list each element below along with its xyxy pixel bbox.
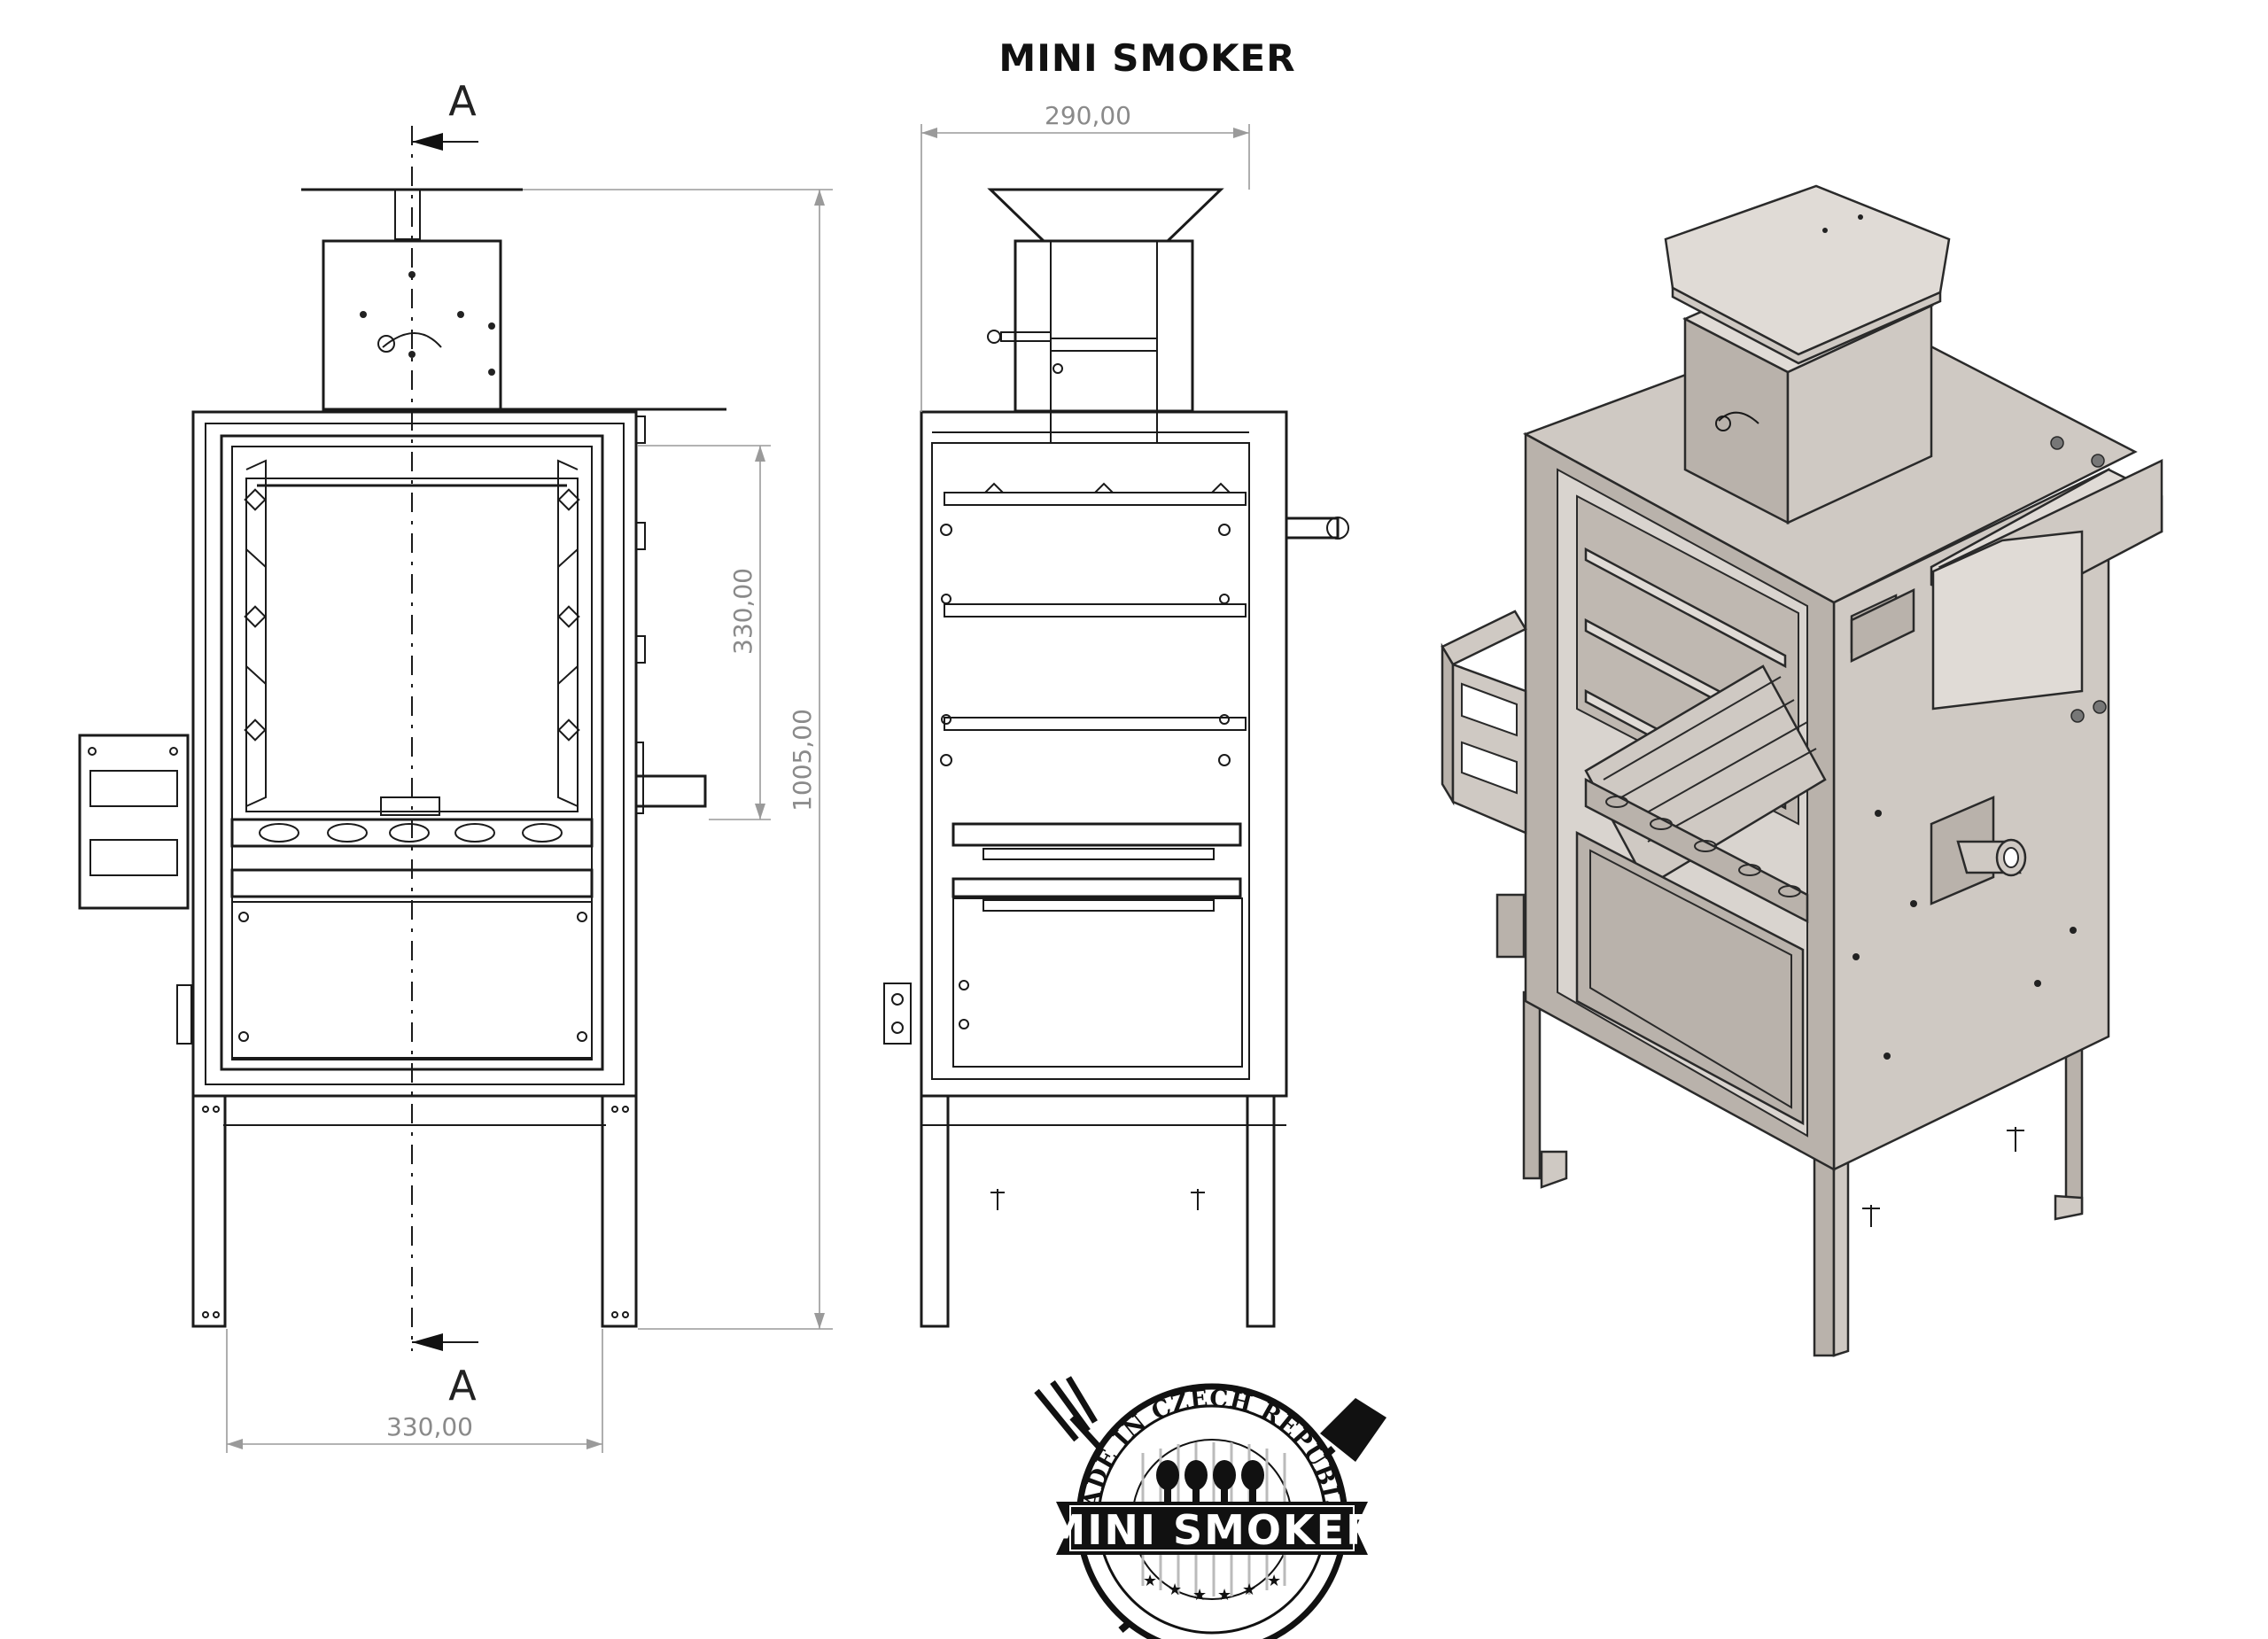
drumstick-icons xyxy=(1156,1460,1264,1506)
mini-smoker-logo: MADE IN CZECH REPUBLIC MINI SMOKER ★ ★ ★ ★… xyxy=(0,0,1386,1639)
left-rail-brackets xyxy=(244,459,267,807)
dimension-height-total: 1005,00 xyxy=(523,189,833,1330)
svg-text:290,00: 290,00 xyxy=(1045,101,1131,130)
svg-text:A: A xyxy=(448,77,477,125)
front-view: A A 1005,00 330,00 xyxy=(78,77,833,1453)
iso-pipe xyxy=(1930,796,2027,905)
svg-text:330,00: 330,00 xyxy=(728,568,757,655)
drawing-title: MINI SMOKER xyxy=(998,36,1295,80)
side-shelves xyxy=(940,482,1247,766)
svg-text:★: ★ xyxy=(1267,1572,1281,1590)
logo-banner-text: MINI SMOKER xyxy=(1045,1506,1379,1554)
svg-text:★: ★ xyxy=(1143,1572,1157,1590)
dimension-width-side: 290,00 xyxy=(920,101,1250,412)
isometric-view xyxy=(1441,184,2163,1357)
section-marker-bottom: A xyxy=(412,1333,478,1410)
logo-arc-text: MADE IN CZECH REPUBLIC xyxy=(0,0,1345,1517)
svg-text:★: ★ xyxy=(1242,1581,1256,1599)
svg-text:A: A xyxy=(448,1362,477,1410)
burner-row xyxy=(259,823,563,843)
svg-text:★: ★ xyxy=(1168,1581,1182,1599)
section-marker-top: A xyxy=(412,77,478,151)
dimension-width-front: 330,00 xyxy=(226,1329,603,1453)
right-rail-brackets xyxy=(557,459,580,807)
svg-text:★: ★ xyxy=(1192,1586,1207,1604)
control-box-left xyxy=(78,734,190,910)
svg-text:★: ★ xyxy=(1217,1586,1231,1604)
svg-text:330,00: 330,00 xyxy=(386,1412,473,1441)
dimension-height-chamber: 330,00 xyxy=(638,445,771,820)
side-basket xyxy=(1441,610,1527,835)
svg-text:1005,00: 1005,00 xyxy=(788,709,817,812)
side-view: 290,00 xyxy=(883,101,1349,1328)
